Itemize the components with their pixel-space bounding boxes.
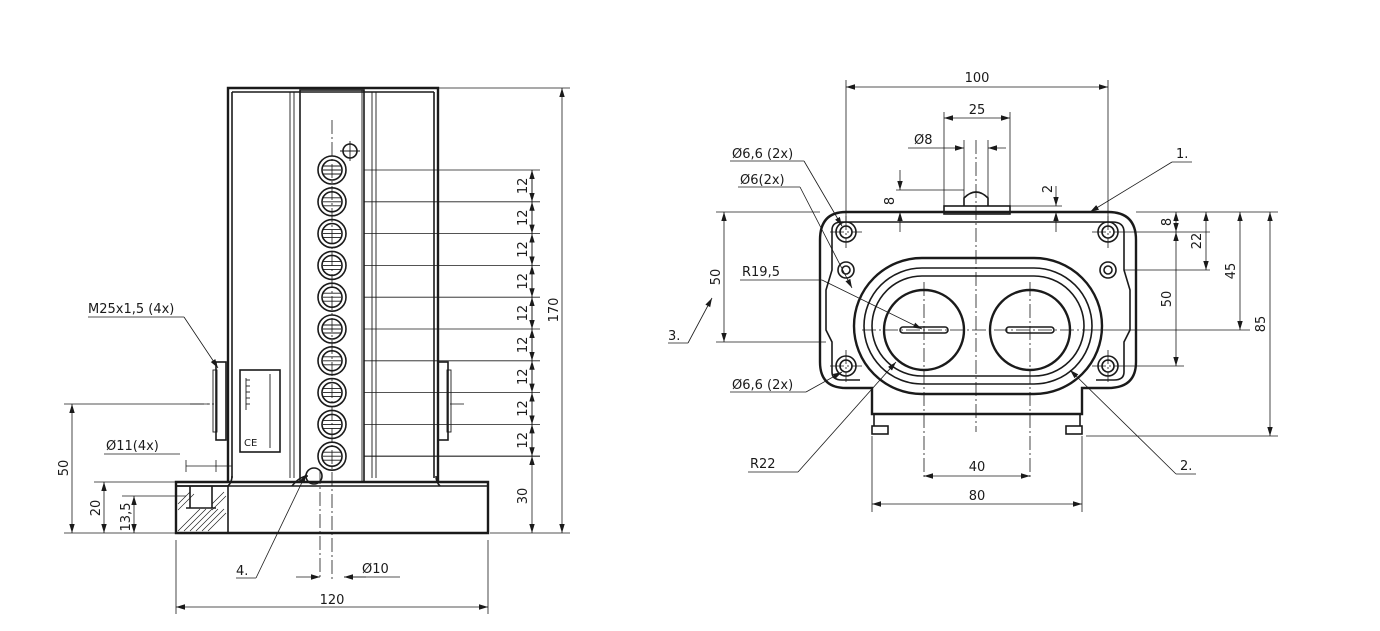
- thread-port-left: [215, 361, 227, 441]
- radius-22: R22: [750, 457, 776, 472]
- pin-dia-label: Ø10: [362, 562, 389, 577]
- contact-terminal: [317, 155, 347, 185]
- pitch-label: 12: [516, 178, 531, 195]
- ce-mark: CE: [244, 438, 257, 449]
- pitch-label: 12: [516, 305, 531, 322]
- pitch-label: 12: [516, 209, 531, 226]
- thread-label: M25x1,5 (4x): [88, 302, 174, 317]
- small-hole-left: [837, 261, 855, 279]
- contact-terminal: [317, 187, 347, 217]
- dim-120: 120: [320, 593, 345, 608]
- callout-4: 4.: [236, 564, 248, 579]
- contact-terminal: [317, 314, 347, 344]
- dim-50-left: 50: [57, 460, 72, 477]
- pitch-label: 12: [516, 432, 531, 449]
- contact-terminal: [317, 218, 347, 249]
- callout-3: 3.: [668, 329, 680, 344]
- pitch-label: 12: [516, 337, 531, 354]
- dim-170: 170: [547, 298, 562, 323]
- contact-terminal: [317, 345, 347, 376]
- top-boss: [943, 205, 1011, 215]
- radius-19-5: R19,5: [742, 265, 780, 280]
- base-hatch: [175, 485, 229, 534]
- callout-1: 1.: [1176, 147, 1188, 162]
- dia-6-6-top: Ø6,6 (2x): [732, 147, 793, 162]
- dim-45: 45: [1224, 263, 1239, 280]
- contact-row: [317, 155, 347, 472]
- side-view: CE 170 12 12 12 12 12 12 12 12 12 30 50: [57, 86, 570, 614]
- dia-6: Ø6(2x): [740, 173, 785, 188]
- contact-terminal: [317, 441, 347, 472]
- dim-100: 100: [965, 71, 990, 86]
- dia-8: Ø8: [914, 133, 933, 148]
- dim-8-top: 8: [883, 197, 898, 205]
- dim-8-right: 8: [1160, 218, 1175, 226]
- hole-dia-label: Ø11(4x): [106, 439, 159, 454]
- callout-2: 2.: [1180, 459, 1192, 474]
- contact-terminal: [317, 250, 347, 281]
- pitch-extensions: [364, 169, 540, 457]
- contact-terminal: [317, 409, 347, 440]
- pitch-label: 12: [516, 400, 531, 417]
- thread-port-right: [437, 361, 449, 441]
- small-hole-right: [1099, 261, 1117, 279]
- dim-85: 85: [1254, 316, 1269, 333]
- oval-recess-outer: [852, 256, 1104, 396]
- dim-80: 80: [969, 489, 986, 504]
- dim-25: 25: [969, 103, 986, 118]
- housing-body: [226, 86, 440, 482]
- dim-50-left-view2: 50: [709, 269, 724, 286]
- contact-terminal: [317, 377, 347, 408]
- pitch-label: 12: [516, 273, 531, 290]
- pitch-label: 12: [516, 241, 531, 258]
- dim-13-5: 13,5: [119, 503, 134, 532]
- dim-22: 22: [1190, 233, 1205, 250]
- top-view: 100 25 Ø8 8 2 Ø6,6 (2x) Ø6(2x): [668, 71, 1278, 512]
- dim-2: 2: [1041, 185, 1056, 193]
- pitch-labels: 12 12 12 12 12 12 12 12 12: [516, 170, 535, 457]
- housing-outline: [818, 210, 1138, 416]
- nameplate: CE: [239, 369, 281, 453]
- dia-6-6-bottom: Ø6,6 (2x): [732, 378, 793, 393]
- dim-20: 20: [89, 500, 104, 517]
- contact-terminal: [317, 282, 347, 313]
- dim-30: 30: [516, 488, 531, 505]
- pitch-label: 12: [516, 368, 531, 385]
- dim-40: 40: [969, 460, 986, 475]
- dim-50-right: 50: [1160, 291, 1175, 308]
